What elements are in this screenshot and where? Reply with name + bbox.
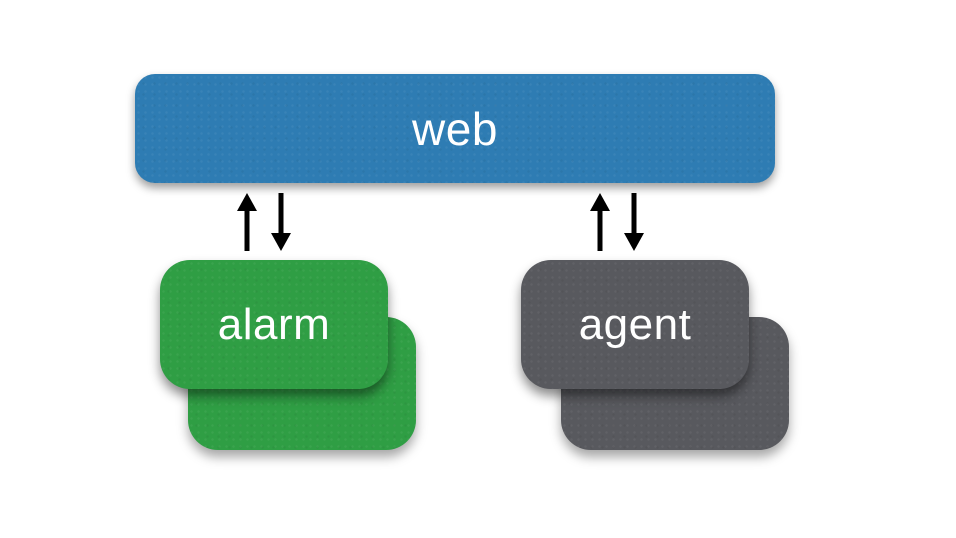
node-web: web	[135, 74, 775, 183]
edge-web-alarm	[234, 193, 294, 251]
node-agent-label: agent	[578, 299, 692, 349]
node-alarm: alarm	[160, 260, 388, 389]
node-alarm-label: alarm	[217, 299, 331, 349]
node-agent: agent	[521, 260, 749, 389]
node-web-label: web	[412, 102, 498, 155]
arrow-up-icon	[590, 193, 610, 251]
arrow-up-icon	[237, 193, 257, 251]
arrow-down-icon	[271, 193, 291, 251]
arrow-down-icon	[624, 193, 644, 251]
edge-web-agent	[587, 193, 647, 251]
